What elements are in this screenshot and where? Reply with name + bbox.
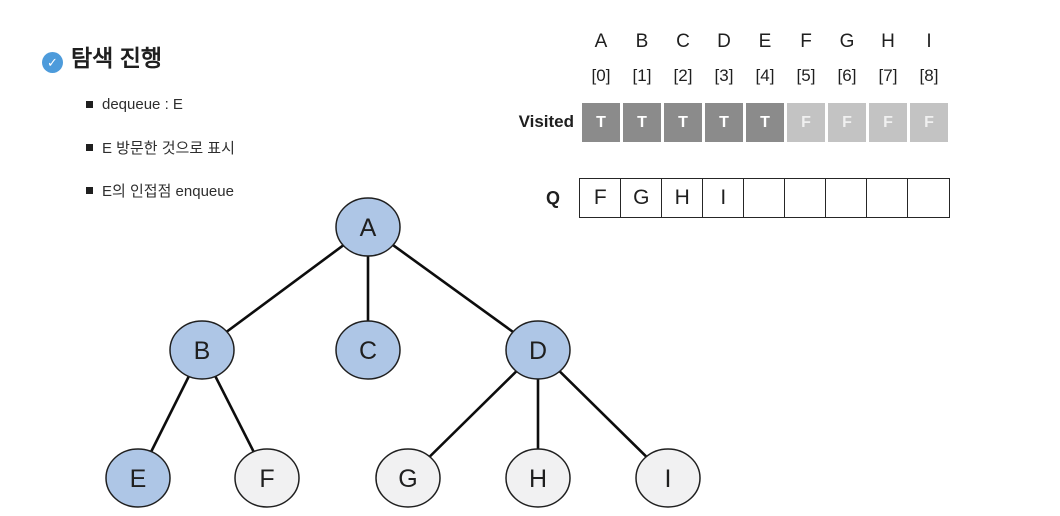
tree-node-label: E — [130, 465, 147, 493]
queue-cell — [784, 178, 827, 218]
visited-index: [4] — [755, 66, 775, 85]
bullet-item: E 방문한 것으로 표시 — [86, 136, 235, 158]
visited-cell: F — [828, 103, 866, 142]
visited-index: [1] — [632, 66, 652, 85]
tree-node-label: C — [359, 337, 377, 365]
visited-index: [3] — [714, 66, 734, 85]
tree-node-H: H — [505, 448, 571, 508]
visited-index: [5] — [796, 66, 816, 85]
tree-node-label: G — [398, 465, 417, 493]
tree-node-label: D — [529, 337, 547, 365]
visited-cell: T — [746, 103, 784, 142]
tree-node-E: E — [105, 448, 171, 508]
visited-letter: B — [635, 31, 649, 52]
visited-index: [7] — [878, 66, 898, 85]
bullet-item: dequeue : E — [86, 93, 235, 115]
visited-index: [0] — [591, 66, 611, 85]
tree-node-F: F — [234, 448, 300, 508]
tree-node-label: F — [259, 465, 274, 493]
visited-cell: T — [705, 103, 743, 142]
tree-edge-A-D — [367, 225, 539, 352]
queue-row: F G H I — [579, 178, 950, 218]
visited-cell: T — [664, 103, 702, 142]
bullet-item: E의 인접점 enqueue — [86, 179, 235, 201]
tree-node-G: G — [375, 448, 441, 508]
tree-node-label: A — [360, 214, 377, 242]
queue-cell: G — [620, 178, 663, 218]
visited-letter: F — [800, 31, 812, 52]
tree-node-A: A — [335, 197, 401, 257]
visited-letter: E — [758, 31, 772, 52]
visited-cell: F — [910, 103, 948, 142]
visited-cell: F — [869, 103, 907, 142]
visited-label: Visited — [518, 112, 574, 131]
check-circle-icon: ✓ — [42, 52, 63, 73]
visited-cell: T — [582, 103, 620, 142]
bullet-list: dequeue : E E 방문한 것으로 표시 E의 인접점 enqueue — [86, 93, 235, 201]
queue-cell: I — [702, 178, 745, 218]
visited-cell: F — [787, 103, 825, 142]
visited-letter-row: A B C D E F G H I — [582, 30, 948, 54]
tree-node-I: I — [635, 448, 701, 508]
visited-letter: I — [926, 31, 932, 52]
queue-cell — [743, 178, 786, 218]
bullet-text: E 방문한 것으로 표시 — [102, 139, 235, 157]
visited-cell-row: T T T T T F F F F — [582, 103, 948, 142]
visited-letter: C — [676, 31, 690, 52]
bullet-text: E의 인접점 enqueue — [102, 182, 234, 200]
tree-edge-A-B — [201, 225, 369, 352]
square-bullet-icon — [86, 186, 93, 194]
visited-index: [6] — [837, 66, 857, 85]
visited-cell: T — [623, 103, 661, 142]
queue-cell — [866, 178, 909, 218]
visited-letter: G — [839, 31, 855, 52]
visited-index: [2] — [673, 66, 693, 85]
tree-node-C: C — [335, 320, 401, 380]
tree-node-B: B — [169, 320, 235, 380]
queue-cell: F — [579, 178, 622, 218]
queue-cell — [825, 178, 868, 218]
square-bullet-icon — [86, 143, 93, 151]
tree-node-D: D — [505, 320, 571, 380]
bullet-text: dequeue : E — [102, 95, 183, 113]
square-bullet-icon — [86, 100, 93, 108]
visited-index-row: [0] [1] [2] [3] [4] [5] [6] [7] [8] — [582, 64, 948, 88]
visited-letter: H — [881, 31, 895, 52]
visited-letter: A — [594, 31, 608, 52]
queue-label: Q — [546, 188, 561, 208]
page-title: 탐색 진행 — [71, 45, 163, 71]
queue-cell — [907, 178, 950, 218]
queue-cell: H — [661, 178, 704, 218]
visited-letter: D — [717, 31, 731, 52]
tree-node-label: I — [665, 465, 672, 493]
tree-node-label: H — [529, 465, 547, 493]
visited-index: [8] — [919, 66, 939, 85]
tree-node-label: B — [194, 337, 211, 365]
